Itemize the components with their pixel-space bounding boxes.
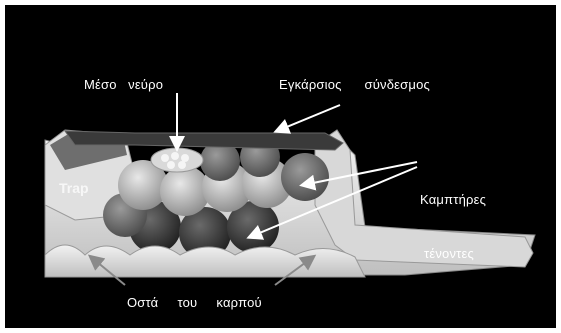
trap-label: Trap (59, 180, 89, 196)
nerve-fascicle (161, 154, 169, 162)
flexor-label-line1: Καμπτήρες (420, 191, 486, 209)
ligament-arrow (277, 105, 340, 131)
flexor-tendons-label: Καμπτήρες τένοντες (420, 155, 486, 299)
diagram-frame: Trap Μέσο νεύρο Εγκάρσιος σύνδεσμος Καμπ… (5, 5, 556, 328)
nerve-fascicle (178, 161, 186, 169)
carpal-bones-label: Οστά του καρπού (127, 295, 262, 310)
nerve-fascicle (181, 154, 189, 162)
nerve-fascicle (171, 152, 179, 160)
carpal-bone-bottom (45, 245, 365, 277)
transverse-ligament-label: Εγκάρσιος σύνδεσμος (279, 77, 430, 92)
median-nerve (151, 148, 203, 172)
nerve-fascicle (167, 161, 175, 169)
flexor-label-line2: τένοντες (420, 245, 486, 263)
tendon-middle (281, 153, 329, 201)
median-nerve-label: Μέσο νεύρο (84, 77, 163, 92)
